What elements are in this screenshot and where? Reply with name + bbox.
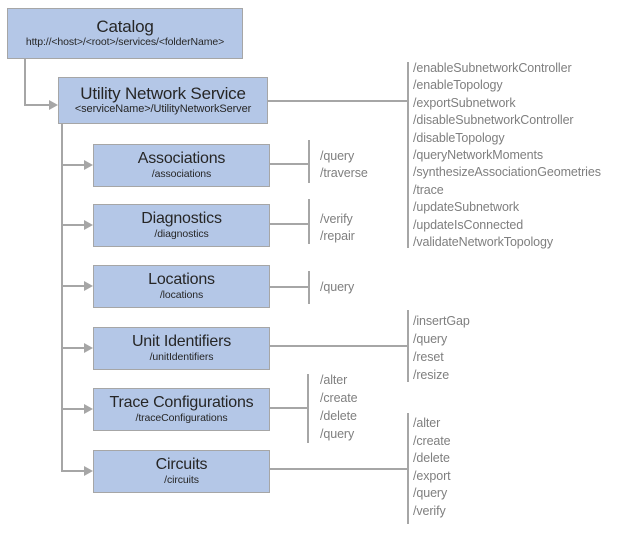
operation-label: /enableSubnetworkController — [413, 61, 572, 75]
operation-label: /delete — [320, 409, 357, 423]
rail-unit-identifiers-ops — [407, 310, 409, 382]
connector-unit-identifiers-ops — [270, 345, 407, 347]
locations-title: Locations — [148, 270, 215, 288]
node-catalog: Catalog http://<host>/<root>/services/<f… — [7, 8, 243, 59]
locations-operations: /query — [320, 279, 354, 296]
diagnostics-title: Diagnostics — [141, 209, 222, 227]
operation-label: /trace — [413, 182, 444, 197]
operation-label: /verify — [320, 212, 353, 226]
catalog-title: Catalog — [96, 17, 154, 37]
operation-label: /synthesizeAssociationGeometries — [413, 165, 601, 180]
operation-label: /enableTopology — [413, 78, 503, 93]
operation-label: /query — [320, 427, 355, 441]
connector-branch-diagnostics — [61, 224, 84, 226]
associations-operations: /query /traverse — [320, 148, 368, 182]
connector-trace-configurations-ops — [270, 407, 307, 409]
rail-trace-configurations-ops — [307, 374, 309, 443]
node-utility-network-service: Utility Network Service <serviceName>/Ut… — [58, 77, 268, 124]
unit-identifiers-title: Unit Identifiers — [131, 332, 232, 350]
operation-label: /export — [413, 468, 451, 483]
arrowhead-diagnostics-icon — [84, 220, 93, 230]
operation-label: /exportSubnetwork — [413, 95, 516, 110]
operation-label: /traverse — [320, 166, 368, 180]
catalog-url: http://<host>/<root>/services/<folderNam… — [25, 36, 225, 49]
operation-label: /disableSubnetworkController — [413, 113, 574, 128]
node-trace-configurations: Trace Configurations /traceConfiguration… — [93, 388, 270, 431]
connector-diagnostics-ops — [270, 223, 308, 225]
operation-label: /query — [320, 149, 355, 163]
connector-catalog-right — [24, 104, 50, 106]
operation-label: /repair — [320, 229, 355, 243]
unit-identifiers-operations: /insertGap /query /reset /resize — [413, 312, 470, 384]
circuits-path: /circuits — [164, 473, 199, 486]
operation-label: /insertGap — [413, 314, 470, 328]
connector-branch-trace-configurations — [61, 408, 84, 410]
connector-associations-ops — [270, 163, 308, 165]
operation-label: /alter — [413, 416, 441, 430]
locations-path: /locations — [159, 288, 204, 301]
node-unit-identifiers: Unit Identifiers /unitIdentifiers — [93, 327, 270, 370]
arrowhead-trace-configurations-icon — [84, 404, 93, 414]
operation-label: /query — [320, 280, 355, 294]
connector-locations-ops — [270, 286, 308, 288]
operation-label: /alter — [320, 373, 348, 387]
connector-catalog-down — [24, 59, 26, 105]
operation-label: /updateSubnetwork — [413, 200, 520, 215]
operation-label: /disableTopology — [413, 130, 505, 145]
node-circuits: Circuits /circuits — [93, 450, 270, 493]
connector-branch-unit-identifiers — [61, 347, 84, 349]
circuits-title: Circuits — [155, 455, 208, 473]
trace-configurations-path: /traceConfigurations — [135, 411, 228, 424]
arrowhead-unit-identifiers-icon — [84, 343, 93, 353]
service-title: Utility Network Service — [80, 84, 246, 104]
node-associations: Associations /associations — [93, 144, 270, 187]
operation-label: /updateIsConnected — [413, 217, 524, 232]
arrowhead-circuits-icon — [84, 466, 93, 476]
node-diagnostics: Diagnostics /diagnostics — [93, 204, 270, 247]
node-locations: Locations /locations — [93, 265, 270, 308]
connector-circuits-ops — [270, 468, 407, 470]
service-path: <serviceName>/UtilityNetworkServer — [74, 103, 252, 116]
operation-label: /create — [413, 433, 451, 448]
operation-label: /query — [413, 486, 448, 501]
rail-circuits-ops — [407, 413, 409, 524]
operation-label: /resize — [413, 368, 450, 382]
operation-label: /verify — [413, 503, 446, 518]
arrowhead-service-icon — [49, 100, 58, 110]
associations-title: Associations — [137, 149, 226, 167]
rail-associations-ops — [308, 140, 310, 183]
circuits-operations: /alter /create /delete /export /query /v… — [413, 415, 451, 521]
operation-label: /query — [413, 332, 448, 346]
operation-label: /delete — [413, 451, 450, 466]
trace-configurations-operations: /alter /create /delete /query — [320, 371, 358, 443]
unit-identifiers-path: /unitIdentifiers — [149, 350, 214, 363]
rail-service-ops — [407, 62, 409, 248]
arrowhead-associations-icon — [84, 160, 93, 170]
diagnostics-path: /diagnostics — [154, 227, 209, 240]
connector-branch-associations — [61, 164, 84, 166]
arrowhead-locations-icon — [84, 281, 93, 291]
service-operations: /enableSubnetworkController /enableTopol… — [413, 60, 601, 251]
associations-path: /associations — [151, 167, 212, 180]
connector-service-ops — [268, 100, 407, 102]
rail-diagnostics-ops — [308, 199, 310, 244]
connector-branch-circuits — [61, 470, 84, 472]
operation-label: /reset — [413, 350, 444, 364]
connector-branch-locations — [61, 285, 84, 287]
operation-label: /queryNetworkMoments — [413, 148, 543, 163]
rail-locations-ops — [308, 271, 310, 304]
operation-label: /create — [320, 391, 358, 405]
trace-configurations-title: Trace Configurations — [109, 393, 254, 411]
operation-label: /validateNetworkTopology — [413, 235, 554, 250]
diagnostics-operations: /verify /repair — [320, 211, 355, 245]
connector-service-trunk — [61, 124, 63, 472]
